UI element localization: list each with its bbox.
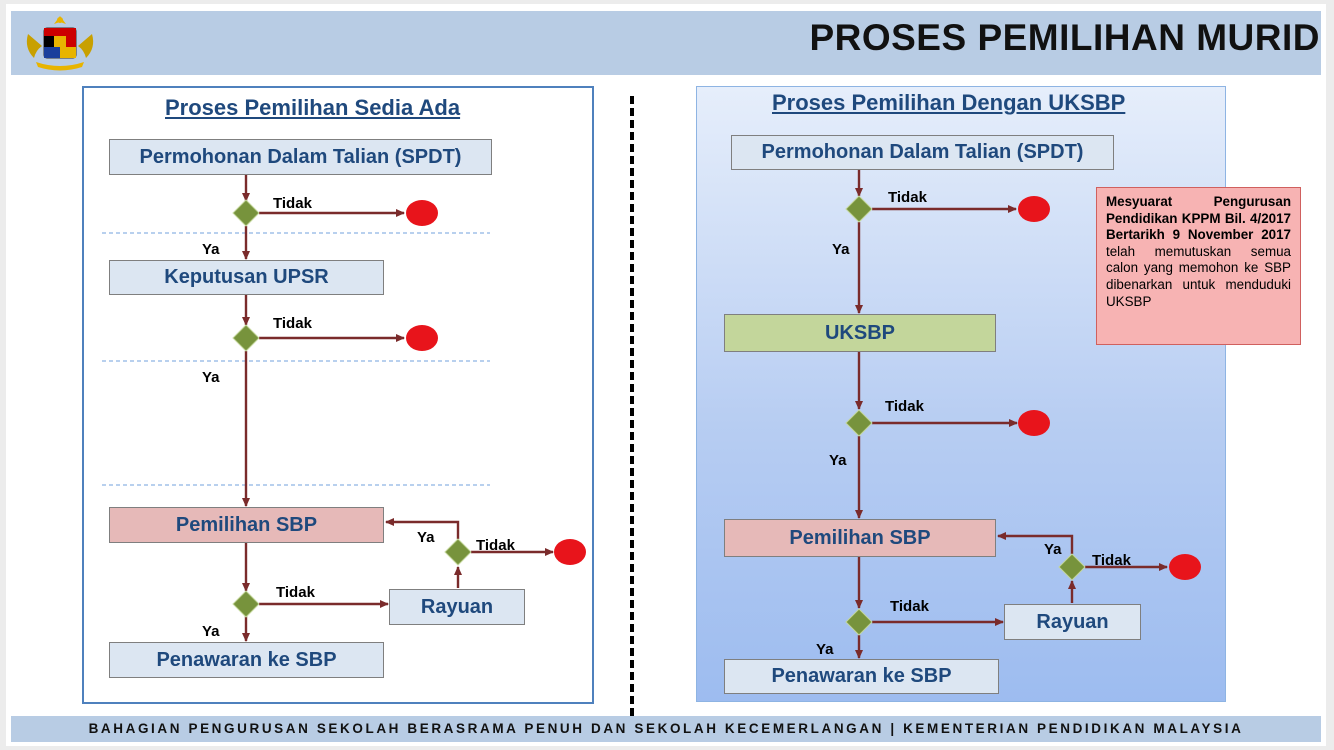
right-panel-title: Proses Pemilihan Dengan UKSBP	[772, 90, 1126, 115]
end-terminals	[406, 196, 1201, 580]
label-tidak: Tidak	[273, 195, 312, 212]
decision-diamond	[1058, 553, 1086, 581]
label-ya: Ya	[417, 529, 435, 546]
header-bar	[11, 11, 1321, 75]
label-ya: Ya	[202, 623, 220, 640]
label-tidak: Tidak	[885, 398, 924, 415]
label-ya: Ya	[829, 452, 847, 469]
decision-diamonds	[232, 195, 1086, 636]
decision-diamond	[232, 324, 260, 352]
footer-bar: BAHAGIAN PENGURUSAN SEKOLAH BERASRAMA PE…	[11, 716, 1321, 742]
decision-diamond	[232, 199, 260, 227]
meeting-note-box: Mesyuarat Pengurusan Pendidikan KPPM Bil…	[1096, 187, 1301, 345]
box-keputusan-upsr: Keputusan UPSR	[109, 260, 384, 295]
left-panel-title: Proses Pemilihan Sedia Ada	[165, 95, 461, 120]
box-pemilihan-sbp-right: Pemilihan SBP	[724, 519, 996, 557]
note-bold-text: Mesyuarat Pengurusan Pendidikan KPPM Bil…	[1106, 194, 1291, 243]
end-terminal	[1018, 410, 1050, 436]
box-permohonan-spdt-left: Permohonan Dalam Talian (SPDT)	[109, 139, 492, 175]
malaysia-coat-of-arms-icon	[26, 16, 94, 71]
end-terminal	[406, 200, 438, 226]
end-terminal	[1169, 554, 1201, 580]
decision-diamond	[845, 608, 873, 636]
decision-diamond	[232, 590, 260, 618]
decision-diamond	[845, 409, 873, 437]
note-text: telah memutuskan semua calon yang memoho…	[1106, 243, 1291, 309]
label-ya: Ya	[832, 241, 850, 258]
label-tidak: Tidak	[276, 584, 315, 601]
label-ya: Ya	[1044, 541, 1062, 558]
box-uksbp: UKSBP	[724, 314, 996, 352]
page-title: PROSES PEMILIHAN MURID	[809, 17, 1320, 58]
box-permohonan-spdt-right: Permohonan Dalam Talian (SPDT)	[731, 135, 1114, 170]
footer-text: BAHAGIAN PENGURUSAN SEKOLAH BERASRAMA PE…	[88, 721, 1244, 736]
box-penawaran-sbp-right: Penawaran ke SBP	[724, 659, 999, 694]
label-ya: Ya	[202, 241, 220, 258]
decision-diamond	[444, 538, 472, 566]
box-pemilihan-sbp-left: Pemilihan SBP	[109, 507, 384, 543]
decision-diamond	[845, 195, 873, 223]
box-penawaran-sbp-left: Penawaran ke SBP	[109, 642, 384, 678]
box-rayuan-left: Rayuan	[389, 589, 525, 625]
box-rayuan-right: Rayuan	[1004, 604, 1141, 640]
end-terminal	[554, 539, 586, 565]
end-terminal	[1018, 196, 1050, 222]
label-tidak: Tidak	[476, 537, 515, 554]
label-ya: Ya	[816, 641, 834, 658]
label-tidak: Tidak	[888, 189, 927, 206]
end-terminal	[406, 325, 438, 351]
connector-lines	[242, 170, 1168, 659]
left-dotted-separators	[102, 232, 490, 486]
label-ya: Ya	[202, 369, 220, 386]
label-tidak: Tidak	[890, 598, 929, 615]
label-tidak: Tidak	[1092, 552, 1131, 569]
panel-divider	[630, 96, 634, 716]
label-tidak: Tidak	[273, 315, 312, 332]
